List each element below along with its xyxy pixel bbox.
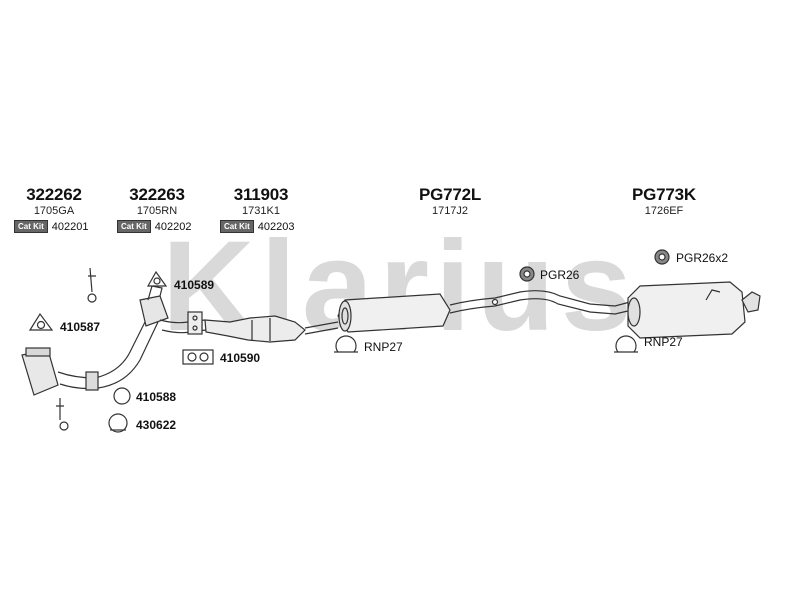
clamp-430622-icon: [108, 413, 128, 433]
label-410588: 410588: [136, 390, 177, 404]
part-number: PG772L: [418, 185, 482, 204]
header-pg772l: PG772L 1717J2: [410, 186, 490, 218]
rear-catalytic-converter: [204, 315, 339, 343]
label-410590: 410590: [220, 351, 261, 365]
clamp-rnp27-right-icon: [614, 335, 638, 353]
flange-pair: [187, 311, 203, 335]
sub-number: 1705RN: [136, 205, 178, 217]
centre-silencer: [337, 293, 451, 333]
sub-number: 1726EF: [644, 205, 684, 217]
gasket-410587-icon: [28, 312, 54, 331]
cat-kit-number: 402203: [257, 220, 295, 233]
intermediate-pipe: [449, 290, 633, 315]
cat-kit-badge: Cat Kit: [220, 220, 254, 233]
header-pg773k: PG773K 1726EF: [622, 186, 706, 218]
header-322263: 322263 1705RN Cat Kit 402202: [117, 186, 197, 233]
label-430622: 430622: [136, 418, 177, 432]
oxygen-sensor-top: [87, 267, 97, 303]
header-311903: 311903 1731K1 Cat Kit 402203: [220, 186, 302, 233]
gasket-410589-icon: [146, 270, 168, 287]
sub-number: 1705GA: [33, 205, 75, 217]
hanger-pgr26x2-icon: [654, 249, 670, 265]
part-number: 311903: [233, 185, 289, 204]
front-pipe: [85, 285, 169, 391]
oxygen-sensor-bottom: [56, 398, 69, 431]
rear-silencer: [627, 281, 761, 339]
label-410589: 410589: [174, 278, 215, 292]
part-number: PG773K: [631, 185, 696, 204]
cat-kit-row: Cat Kit 402203: [220, 220, 302, 233]
gasket-410590-icon: [182, 349, 214, 365]
header-322262: 322262 1705GA Cat Kit 402201: [14, 186, 94, 233]
label-410587: 410587: [60, 320, 101, 334]
sub-number: 1731K1: [242, 205, 280, 217]
cat-kit-number: 402201: [51, 220, 89, 233]
clamp-rnp27-left-icon: [334, 335, 358, 353]
part-number: 322262: [26, 185, 82, 204]
label-pgr26: PGR26: [540, 268, 580, 282]
part-number: 322263: [129, 185, 185, 204]
label-rnp27-right: RNP27: [644, 335, 683, 349]
label-pgr26x2: PGR26x2: [676, 251, 729, 265]
cat-kit-number: 402202: [154, 220, 192, 233]
hanger-pgr26-icon: [519, 266, 535, 282]
cat-kit-row: Cat Kit 402201: [14, 220, 94, 233]
cat-kit-badge: Cat Kit: [14, 220, 48, 233]
ring-410588-icon: [113, 387, 131, 405]
label-rnp27-left: RNP27: [364, 340, 403, 354]
front-catalytic-converter: [21, 347, 99, 396]
sub-number: 1717J2: [431, 205, 469, 217]
cat-kit-badge: Cat Kit: [117, 220, 151, 233]
cat-kit-row: Cat Kit 402202: [117, 220, 197, 233]
